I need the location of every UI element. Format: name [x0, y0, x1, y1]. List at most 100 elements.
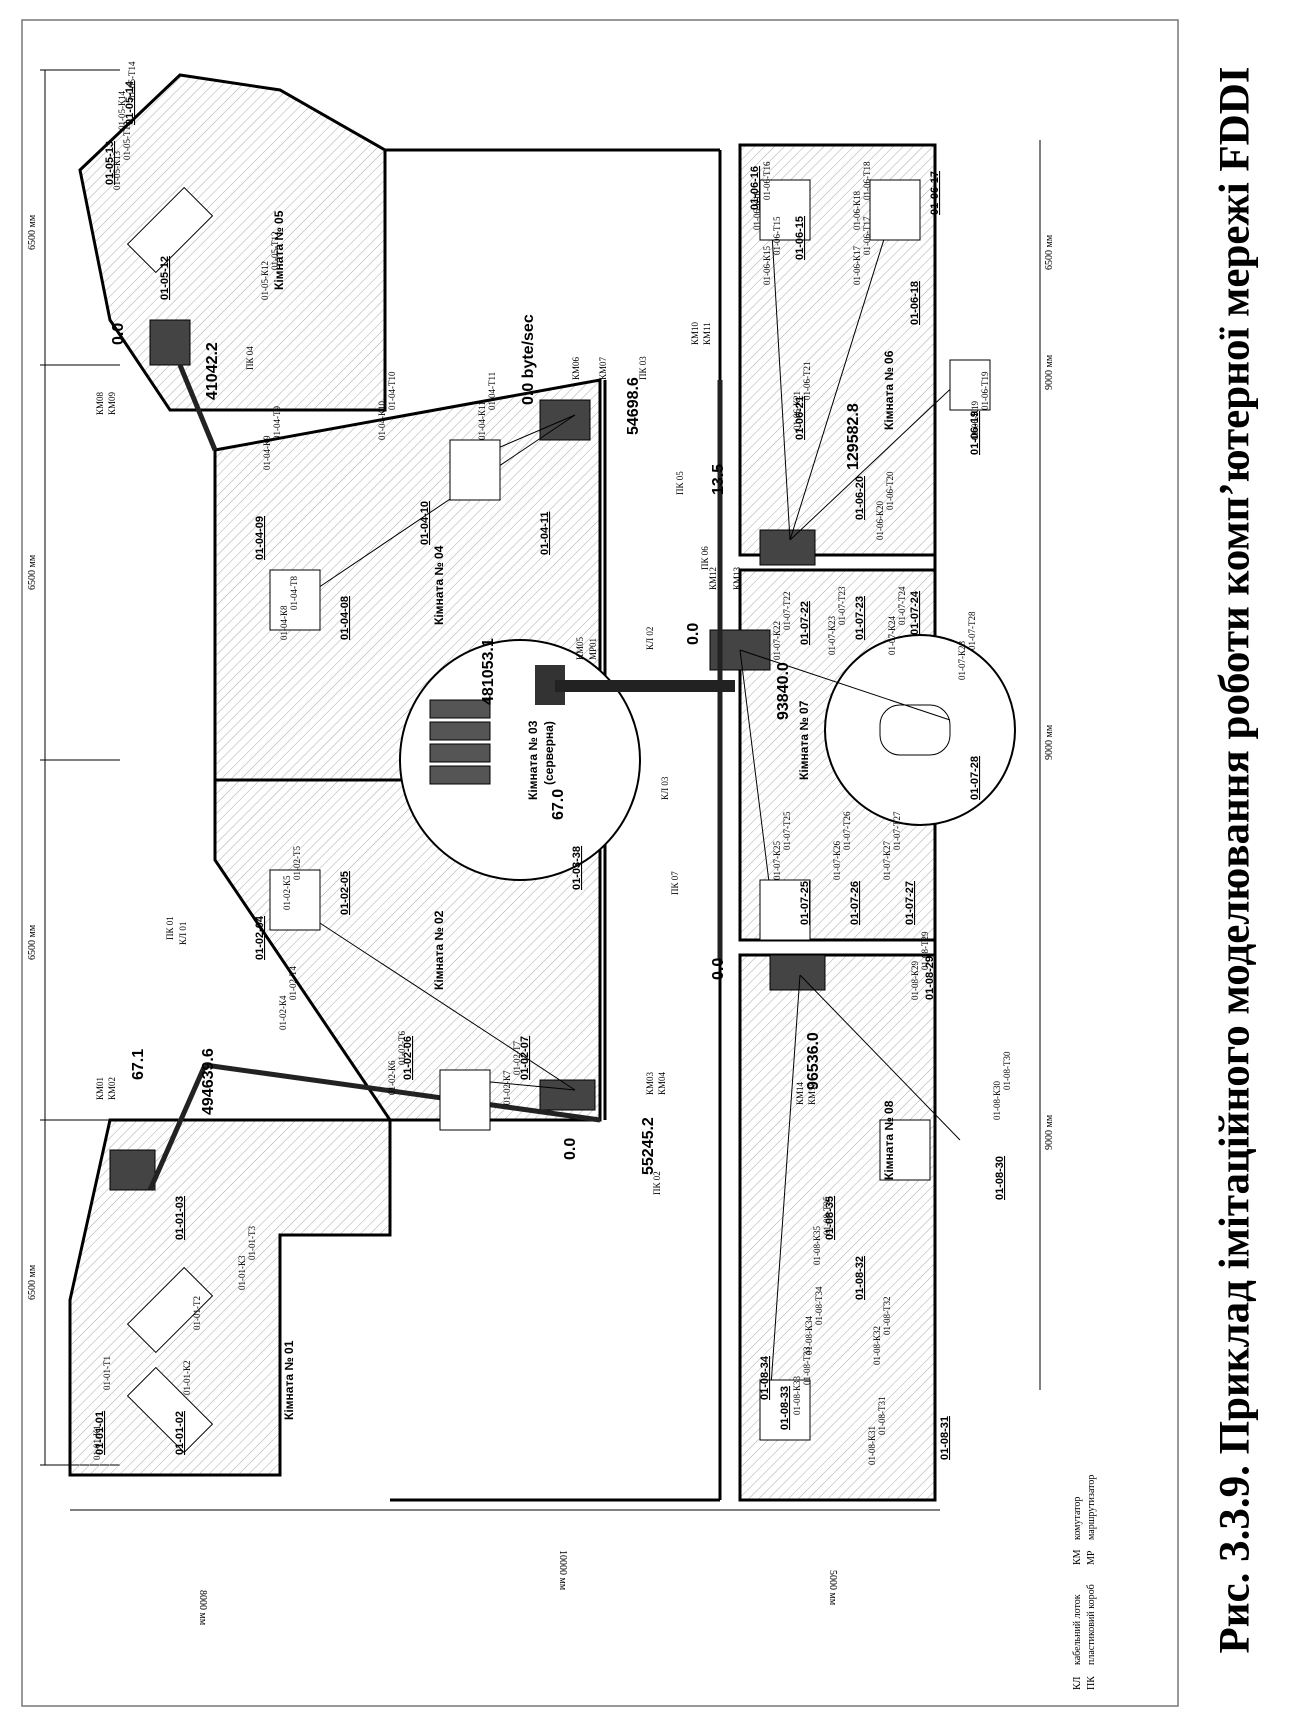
device-label: ПК 06 — [700, 546, 710, 570]
workstation-id: 01-04-10 — [419, 501, 431, 545]
desks — [126, 179, 991, 1454]
dimension-label: 6500 мм — [27, 554, 38, 590]
socket-label: 01-02-К5 — [282, 875, 292, 910]
measurement-value: 481053.1 — [480, 638, 497, 705]
legend-abbr: МР — [1086, 1550, 1097, 1565]
workstation-id: 01-06-15 — [794, 216, 806, 260]
measurement-value: 13.5 — [710, 464, 727, 495]
measurement-value: 96536.0 — [805, 1032, 822, 1090]
socket-label: 01-06-Т21 — [802, 362, 812, 401]
workstation-id: 01-02-05 — [339, 871, 351, 915]
room-name: Кімната № 01 — [282, 1340, 296, 1420]
socket-label: 01-05-К12 — [260, 261, 270, 300]
device-label: МР01 — [588, 638, 598, 660]
device-label: ПК 02 — [652, 1171, 662, 1195]
figure-frame — [21, 19, 1179, 1707]
socket-label: 01-07-К23 — [827, 616, 837, 655]
device-label: КМ11 — [702, 322, 712, 345]
socket-label: 01-08-Т32 — [882, 1297, 892, 1336]
room-name: Кімната № 07 — [797, 700, 811, 780]
meeting-table — [879, 704, 951, 756]
socket-label: 01-06-Т19 — [980, 371, 990, 410]
workstation-id: 01-05-14 — [124, 80, 136, 125]
dimension-label: 6500 мм — [1044, 234, 1055, 270]
socket-label: 01-07-К25 — [772, 841, 782, 880]
workstation-id: 01-08-33 — [779, 1386, 791, 1430]
room-name: Кімната № 03 — [526, 720, 540, 800]
device-label: КМ01 — [95, 1077, 105, 1100]
dimension-label: 9000 мм — [1044, 354, 1055, 390]
device-label: КЛ 02 — [645, 627, 655, 650]
workstation-id: 01-07-25 — [799, 881, 811, 925]
socket-label: 01-05-К13 — [112, 151, 122, 190]
socket-label: 01-08-К30 — [992, 1081, 1002, 1120]
socket-label: 01-08-Т33 — [802, 1346, 812, 1385]
socket-label: 01-07-К22 — [772, 621, 782, 660]
socket-label: 01-04-К8 — [279, 605, 289, 640]
dimension-label: 8000 мм — [197, 1590, 208, 1626]
workstation-id: 01-08-31 — [939, 1416, 951, 1460]
workstation-id: 01-07-28 — [969, 756, 981, 800]
socket-label: 01-04-Т10 — [387, 371, 397, 410]
socket-label: 01-07-Т25 — [782, 811, 792, 850]
dimension-label: 6500 мм — [27, 1264, 38, 1300]
device-labels: КМ01 КМ02 КМ03 КМ04 КМ05 КМ06 КМ07 КМ08 … — [95, 321, 817, 1195]
workstation-id: 01-02-04 — [254, 915, 266, 960]
socket-label: 01-08-Т35 — [822, 1196, 832, 1235]
socket-label: 01-06-К16 — [752, 191, 762, 230]
dimension-label: 6500 мм — [27, 924, 38, 960]
socket-label: 01-07-Т26 — [842, 811, 852, 850]
workstation-id: 01-08-34 — [759, 1355, 771, 1400]
workstation-id: 01-04-11 — [539, 512, 551, 555]
measurement-value: 0.0 — [110, 323, 127, 345]
socket-label: 01-02-К6 — [387, 1060, 397, 1095]
workstation-id: 01-08-32 — [854, 1256, 866, 1300]
workstation-id: 01-07-26 — [849, 881, 861, 925]
measurement-value: 41042.2 — [204, 342, 221, 400]
socket-label: 01-01-Т3 — [247, 1226, 257, 1260]
device-label: ПК 05 — [675, 471, 685, 495]
device-label: КМ06 — [571, 356, 581, 380]
workstation-id: 01-08-29 — [924, 956, 936, 1000]
workstation-id: 01-08-30 — [994, 1156, 1006, 1200]
socket-label: 01-07-К28 — [957, 641, 967, 680]
device-label: КМ02 — [107, 1077, 117, 1100]
socket-label: 01-04-Т9 — [272, 406, 282, 440]
workstation-id: 01-06-17 — [929, 171, 941, 215]
socket-label: 01-07-К24 — [887, 616, 897, 655]
socket-label: 01-08-К29 — [910, 961, 920, 1000]
device-label: ПК 07 — [670, 871, 680, 895]
workstation-id: 01-06-18 — [909, 281, 921, 325]
room-name: Кімната № 08 — [882, 1100, 896, 1180]
socket-label: 01-02-Т4 — [288, 966, 298, 1000]
workstation-id: 01-03-38 — [571, 846, 583, 890]
socket-label: 01-07-Т22 — [782, 592, 792, 631]
workstation-id: 01-06-16 — [749, 166, 761, 210]
workstation-id: 01-07-22 — [799, 601, 811, 645]
room-name: Кімната № 05 — [272, 210, 286, 290]
socket-label: 01-06-Т20 — [885, 471, 895, 510]
socket-label: 01-08-К33 — [792, 1376, 802, 1415]
socket-label: 01-01-К2 — [182, 1361, 192, 1396]
socket-label: 01-08-К35 — [812, 1226, 822, 1265]
room-names: Кімната № 01 Кімната № 02 Кімната № 03 (… — [272, 210, 896, 1420]
socket-label: 01-06-К21 — [792, 391, 802, 430]
server-racks — [429, 699, 491, 785]
socket-label: 01-05-К14 — [117, 91, 127, 130]
legend-text: комутатор — [1072, 1497, 1083, 1540]
measurement-value: 0.0 — [685, 623, 702, 645]
workstation-id: 01-07-24 — [909, 590, 921, 635]
workstation-id: 01-04-09 — [254, 516, 266, 560]
socket-label: 01-01-Т2 — [192, 1296, 202, 1330]
measurement-value: 494639.6 — [200, 1048, 217, 1115]
socket-label: 01-04-К9 — [262, 435, 272, 470]
workstation-id: 01-07-27 — [904, 881, 916, 925]
caption-area: Рис. 3.3.9. Приклад імітаційного моделюв… — [1190, 50, 1280, 1670]
device-label: КМ14 — [795, 1081, 805, 1105]
workstation-labels: 01-01-01 01-01-02 01-01-03 01-02-04 01-0… — [94, 80, 1006, 1460]
device-label: КМ04 — [657, 1071, 667, 1095]
device-label: КЛ 03 — [660, 776, 670, 800]
device-label: ПК 03 — [638, 356, 648, 380]
